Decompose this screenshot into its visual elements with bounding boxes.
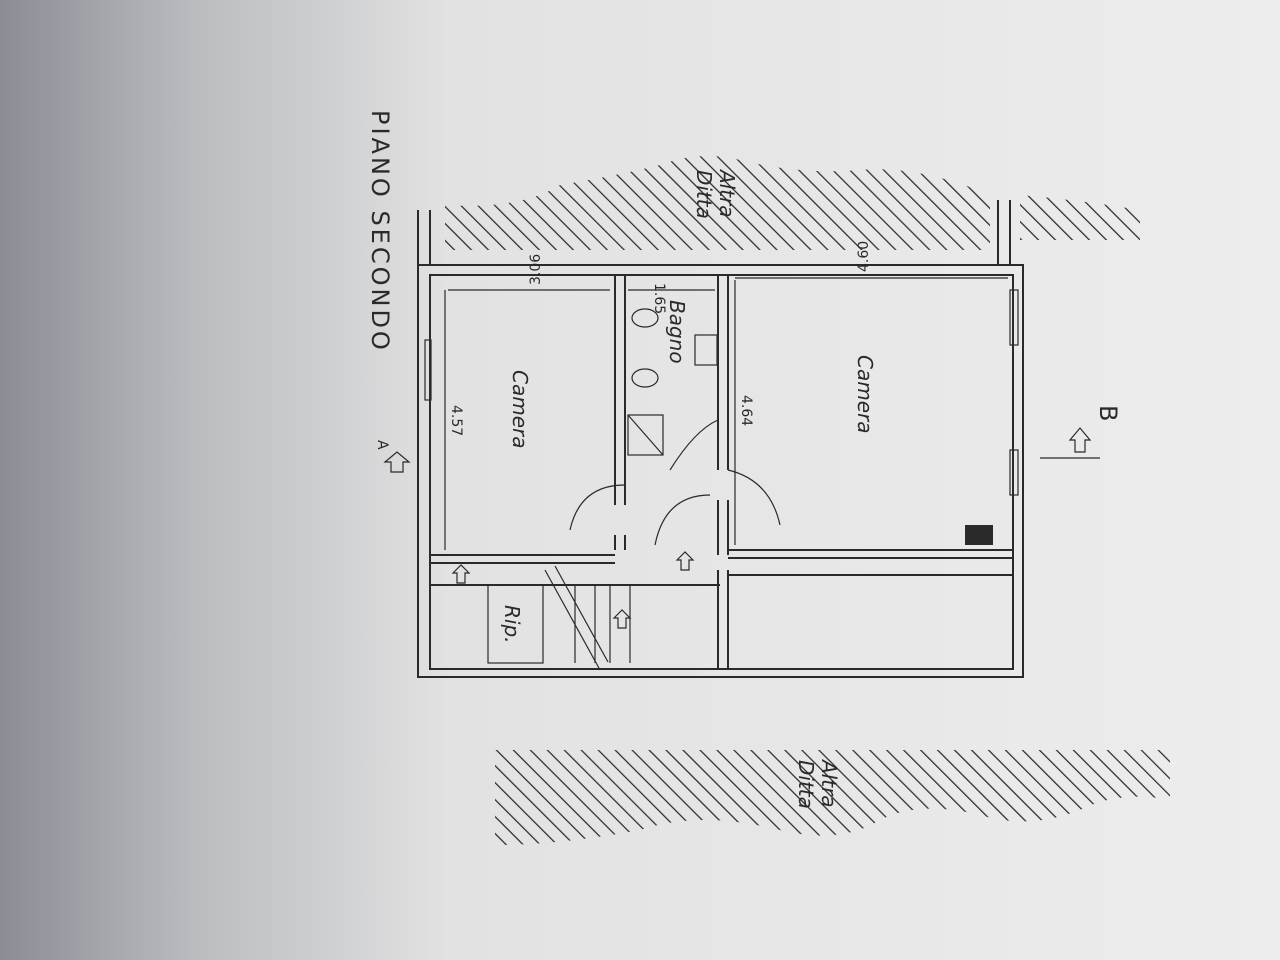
chimney-mark: [965, 525, 993, 545]
room-label-right-camera: Camera: [853, 355, 877, 434]
dim-right-bedroom-depth: 4.64: [738, 395, 754, 426]
neighbor-top-line1: Altra: [715, 168, 739, 218]
room-label-rip: Rip.: [500, 605, 524, 644]
room-label-left-camera: Camera: [508, 370, 532, 449]
dim-left-bedroom-depth: 4.57: [448, 405, 464, 436]
interior-walls: [424, 275, 1019, 671]
bathroom-fixtures: [627, 308, 718, 456]
apartment-outline: [417, 200, 1024, 678]
shower-icon: [627, 414, 664, 456]
section-arrow-b: [1040, 427, 1100, 459]
dim-right-bedroom-width: 4.60: [856, 241, 872, 272]
dimension-lines: [444, 277, 1008, 550]
section-arrow-a: [383, 451, 411, 473]
dim-left-bedroom-width: 3.06: [528, 254, 544, 285]
plan-title: PIANO SECONDO: [366, 110, 394, 353]
toilet-icon: [631, 308, 659, 328]
neighbor-wall-top: [445, 156, 1140, 250]
sink-icon: [694, 334, 718, 366]
room-label-bagno: Bagno: [665, 300, 689, 364]
section-mark-b: B: [1094, 405, 1122, 424]
neighbor-bottom-line2: Ditta: [794, 760, 818, 809]
section-mark-a: A: [374, 440, 390, 450]
neighbor-wall-bottom: [495, 750, 1170, 845]
dim-bathroom-width: 1.65: [651, 283, 667, 314]
entry-arrow: [451, 551, 695, 629]
neighbor-top-line2: Ditta: [692, 170, 716, 219]
bidet-icon: [631, 368, 659, 388]
neighbor-bottom-line1: Altra: [817, 758, 841, 808]
